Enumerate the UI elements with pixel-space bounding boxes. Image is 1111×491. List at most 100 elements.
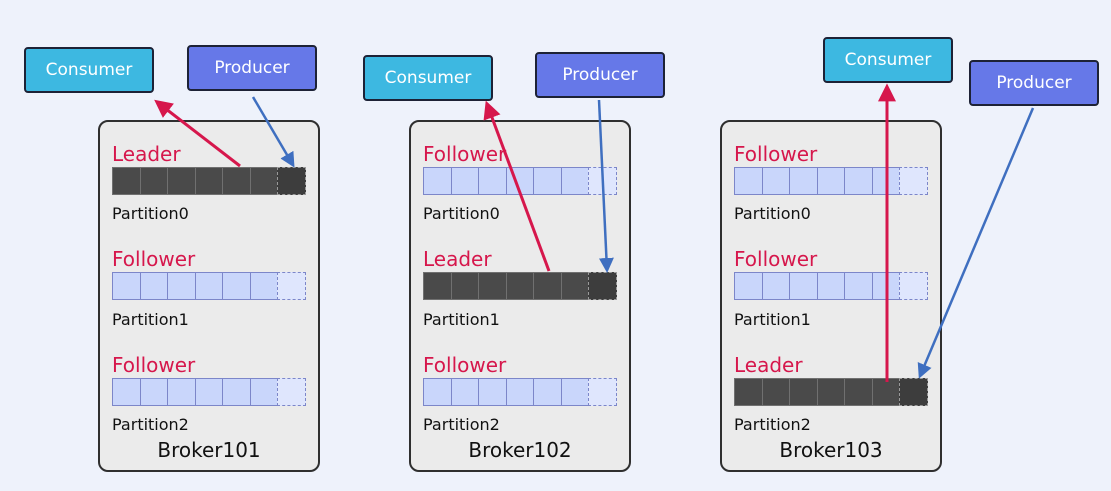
- broker-103-box: Follower Partition0 Follower Partition1 …: [720, 120, 942, 472]
- log-segment: [139, 272, 168, 300]
- partition1-role: Leader: [423, 247, 492, 271]
- partition2-label: Partition2: [423, 415, 500, 434]
- log-append-slot: [277, 378, 306, 406]
- partition1-role: Follower: [112, 247, 196, 271]
- log-segment: [222, 378, 251, 406]
- log-segment: [734, 272, 763, 300]
- partition0-label: Partition0: [423, 204, 500, 223]
- log-segment: [816, 378, 845, 406]
- log-segment: [139, 378, 168, 406]
- log-segment: [450, 272, 479, 300]
- partition2-role: Follower: [112, 353, 196, 377]
- partition0-role: Leader: [112, 142, 181, 166]
- log-segment: [112, 378, 141, 406]
- partition1-label: Partition1: [734, 310, 811, 329]
- log-segment: [761, 167, 790, 195]
- log-segment: [871, 167, 900, 195]
- partition1-role: Follower: [734, 247, 818, 271]
- log-segment: [505, 378, 534, 406]
- log-segment: [871, 272, 900, 300]
- partition2-role: Leader: [734, 353, 803, 377]
- log-append-slot: [588, 167, 617, 195]
- log-segment: [167, 378, 196, 406]
- log-segment: [533, 272, 562, 300]
- log-segment: [194, 167, 223, 195]
- log-segment: [816, 167, 845, 195]
- broker-101-box: Leader Partition0 Follower Partition1 Fo…: [98, 120, 320, 472]
- consumer-box-102: Consumer: [363, 55, 493, 101]
- partition2-label: Partition2: [734, 415, 811, 434]
- broker-name: Broker101: [157, 438, 261, 462]
- partition1-log: [734, 272, 928, 300]
- log-segment: [249, 167, 278, 195]
- broker-name: Broker102: [468, 438, 572, 462]
- partition0-role: Follower: [423, 142, 507, 166]
- log-append-slot: [588, 272, 617, 300]
- log-segment: [450, 167, 479, 195]
- log-segment: [560, 272, 589, 300]
- log-segment: [194, 272, 223, 300]
- log-segment: [789, 167, 818, 195]
- partition0-log: [112, 167, 306, 195]
- log-segment: [505, 272, 534, 300]
- log-segment: [478, 167, 507, 195]
- partition0-role: Follower: [734, 142, 818, 166]
- log-segment: [112, 272, 141, 300]
- log-segment: [423, 378, 452, 406]
- log-append-slot: [588, 378, 617, 406]
- producer-box-101: Producer: [187, 45, 317, 91]
- log-segment: [222, 167, 251, 195]
- log-segment: [478, 378, 507, 406]
- partition0-label: Partition0: [112, 204, 189, 223]
- log-append-slot: [277, 272, 306, 300]
- consumer-box-103: Consumer: [823, 37, 953, 83]
- partition1-label: Partition1: [423, 310, 500, 329]
- log-segment: [478, 272, 507, 300]
- partition1-label: Partition1: [112, 310, 189, 329]
- partition2-log: [734, 378, 928, 406]
- log-segment: [761, 272, 790, 300]
- log-append-slot: [899, 378, 928, 406]
- log-segment: [139, 167, 168, 195]
- log-segment: [167, 167, 196, 195]
- producer-box-103: Producer: [969, 60, 1099, 106]
- log-segment: [533, 167, 562, 195]
- log-segment: [734, 167, 763, 195]
- log-segment: [789, 272, 818, 300]
- broker-102-box: Follower Partition0 Leader Partition1 Fo…: [409, 120, 631, 472]
- log-segment: [167, 272, 196, 300]
- log-append-slot: [899, 167, 928, 195]
- log-segment: [222, 272, 251, 300]
- partition1-log: [423, 272, 617, 300]
- log-segment: [249, 272, 278, 300]
- broker-name: Broker103: [779, 438, 883, 462]
- partition2-log: [112, 378, 306, 406]
- partition0-log: [423, 167, 617, 195]
- log-segment: [533, 378, 562, 406]
- log-segment: [761, 378, 790, 406]
- log-segment: [560, 378, 589, 406]
- log-segment: [816, 272, 845, 300]
- consumer-box-101: Consumer: [24, 47, 154, 93]
- log-segment: [844, 272, 873, 300]
- log-segment: [450, 378, 479, 406]
- log-segment: [560, 167, 589, 195]
- log-segment: [844, 167, 873, 195]
- log-append-slot: [277, 167, 306, 195]
- partition0-log: [734, 167, 928, 195]
- partition2-role: Follower: [423, 353, 507, 377]
- partition0-label: Partition0: [734, 204, 811, 223]
- log-segment: [194, 378, 223, 406]
- log-append-slot: [899, 272, 928, 300]
- log-segment: [505, 167, 534, 195]
- log-segment: [112, 167, 141, 195]
- log-segment: [734, 378, 763, 406]
- log-segment: [871, 378, 900, 406]
- log-segment: [423, 272, 452, 300]
- log-segment: [844, 378, 873, 406]
- log-segment: [249, 378, 278, 406]
- partition1-log: [112, 272, 306, 300]
- log-segment: [789, 378, 818, 406]
- partition2-label: Partition2: [112, 415, 189, 434]
